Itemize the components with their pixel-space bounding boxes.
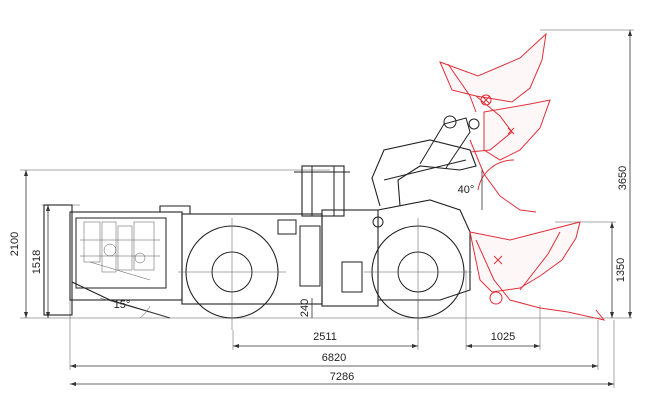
angle-guides bbox=[99, 297, 171, 319]
dim-overall-length: 7286 bbox=[330, 371, 354, 383]
loader-body bbox=[43, 115, 480, 330]
front-wheel bbox=[364, 218, 472, 330]
bucket-mid bbox=[469, 99, 551, 213]
bucket-positions bbox=[439, 32, 606, 321]
angle-dump: 40° bbox=[458, 184, 475, 196]
bucket-raised bbox=[439, 32, 547, 153]
dimension-labels: 2100 1518 3650 1350 240 2511 6820 7286 1… bbox=[9, 166, 629, 383]
dim-overall-height: 2100 bbox=[9, 232, 21, 256]
dim-body-height: 1518 bbox=[31, 250, 43, 274]
dim-ground-clearance: 240 bbox=[299, 299, 311, 317]
dim-wheelbase: 2511 bbox=[313, 331, 337, 343]
lift-arm-raised bbox=[371, 115, 480, 207]
dim-dump-height: 1350 bbox=[615, 258, 627, 282]
dim-body-length: 6820 bbox=[322, 352, 346, 364]
dim-max-lift-height: 3650 bbox=[617, 166, 629, 190]
engine-detail bbox=[80, 221, 160, 281]
dim-dump-reach: 1025 bbox=[491, 331, 515, 343]
angle-departure: 15° bbox=[114, 299, 131, 311]
bucket-dump bbox=[469, 221, 606, 321]
rear-wheel bbox=[178, 218, 286, 330]
